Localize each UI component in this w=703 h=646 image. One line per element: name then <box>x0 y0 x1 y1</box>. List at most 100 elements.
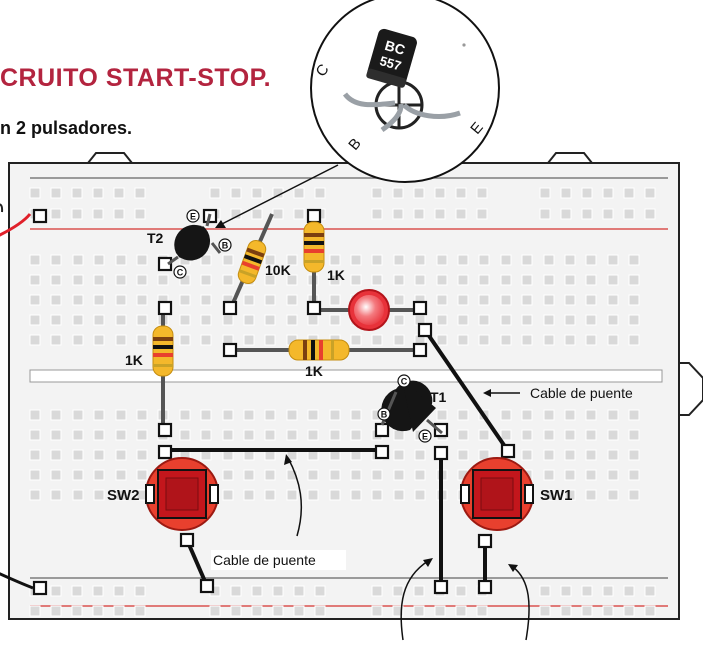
transistor-zoom-callout: BC 557 C B E <box>215 0 500 228</box>
breadboard-hole <box>350 274 362 286</box>
badge-t1-e: E <box>422 432 428 442</box>
breadboard-hole <box>50 314 62 326</box>
breadboard-hole <box>457 334 469 346</box>
board-body <box>8 162 680 620</box>
breadboard-hole <box>602 585 614 597</box>
breadboard-hole <box>50 334 62 346</box>
breadboard-hole <box>113 187 125 199</box>
transistor-t2 <box>167 213 222 266</box>
breadboard-hole <box>457 254 469 266</box>
zoom-part-line2: 557 <box>378 53 403 73</box>
breadboard-hole <box>476 605 488 617</box>
breadboard-hole <box>293 585 305 597</box>
breadboard-hole <box>134 605 146 617</box>
breadboard-hole <box>478 294 490 306</box>
breadboard-hole <box>521 294 533 306</box>
breadboard-hole <box>436 314 448 326</box>
pin-marker <box>179 532 195 548</box>
breadboard-hole <box>434 208 446 220</box>
breadboard-hole <box>92 605 104 617</box>
annotation-arrows-bottom <box>400 558 530 641</box>
breadboard-hole <box>264 314 276 326</box>
breadboard-hole <box>115 469 127 481</box>
breadboard-hole <box>564 294 576 306</box>
breadboard-hole <box>50 409 62 421</box>
breadboard-hole <box>607 334 619 346</box>
breadboard-hole <box>329 294 341 306</box>
breadboard-hole <box>72 314 84 326</box>
breadboard-hole <box>414 469 426 481</box>
breadboard-hole <box>543 334 555 346</box>
breadboard-hole <box>272 605 284 617</box>
breadboard-hole <box>434 605 446 617</box>
breadboard-hole <box>72 334 84 346</box>
breadboard-hole <box>286 294 298 306</box>
breadboard-hole <box>50 274 62 286</box>
breadboard-hole <box>329 254 341 266</box>
breadboard-hole <box>585 314 597 326</box>
breadboard-hole <box>286 314 298 326</box>
breadboard-hole <box>93 409 105 421</box>
breadboard-hole <box>607 489 619 501</box>
breadboard-hole <box>543 469 555 481</box>
breadboard-hole <box>264 429 276 441</box>
center-channel <box>29 369 663 383</box>
breadboard-hole <box>585 409 597 421</box>
breadboard-hole <box>93 274 105 286</box>
breadboard-hole <box>371 274 383 286</box>
pin-marker <box>412 342 428 358</box>
breadboard-hole <box>222 254 234 266</box>
breadboard-hole <box>581 187 593 199</box>
breadboard-hole <box>264 294 276 306</box>
breadboard-hole <box>457 274 469 286</box>
breadboard-hole <box>200 254 212 266</box>
breadboard-hole <box>115 409 127 421</box>
breadboard-hole <box>222 274 234 286</box>
breadboard-hole <box>230 187 242 199</box>
breadboard-hole <box>243 409 255 421</box>
breadboard-hole <box>628 274 640 286</box>
breadboard-hole <box>585 334 597 346</box>
label-r-1k-top: 1K <box>327 267 345 283</box>
breadboard-hole <box>500 294 512 306</box>
breadboard-hole <box>393 294 405 306</box>
breadboard-hole <box>371 334 383 346</box>
breadboard-hole <box>392 585 404 597</box>
breadboard-hole <box>581 585 593 597</box>
breadboard-hole <box>393 314 405 326</box>
breadboard-hole <box>264 469 276 481</box>
breadboard <box>8 152 703 620</box>
breadboard-hole <box>314 187 326 199</box>
push-button-sw1 <box>460 457 534 531</box>
breadboard-hole <box>521 409 533 421</box>
breadboard-hole <box>543 254 555 266</box>
breadboard-hole <box>371 187 383 199</box>
breadboard-hole <box>93 429 105 441</box>
breadboard-hole <box>50 469 62 481</box>
breadboard-hole <box>393 429 405 441</box>
pin-marker <box>32 580 48 596</box>
board-side-tab <box>678 362 703 416</box>
breadboard-hole <box>564 489 576 501</box>
label-r-1k-mid: 1K <box>305 363 323 379</box>
label-t1: T1 <box>430 389 447 405</box>
breadboard-hole <box>293 187 305 199</box>
breadboard-hole <box>543 429 555 441</box>
breadboard-hole <box>286 429 298 441</box>
breadboard-hole <box>628 449 640 461</box>
breadboard-hole <box>521 254 533 266</box>
label-sw1: SW1 <box>540 487 573 504</box>
breadboard-hole <box>500 254 512 266</box>
resistor-1k-mid <box>288 339 350 361</box>
breadboard-hole <box>393 254 405 266</box>
breadboard-hole <box>200 314 212 326</box>
breadboard-hole <box>50 605 62 617</box>
breadboard-hole <box>251 208 263 220</box>
breadboard-hole <box>500 274 512 286</box>
breadboard-hole <box>543 409 555 421</box>
breadboard-hole <box>521 274 533 286</box>
breadboard-hole <box>264 489 276 501</box>
breadboard-hole <box>222 429 234 441</box>
breadboard-hole <box>478 429 490 441</box>
pin-marker <box>222 300 238 316</box>
